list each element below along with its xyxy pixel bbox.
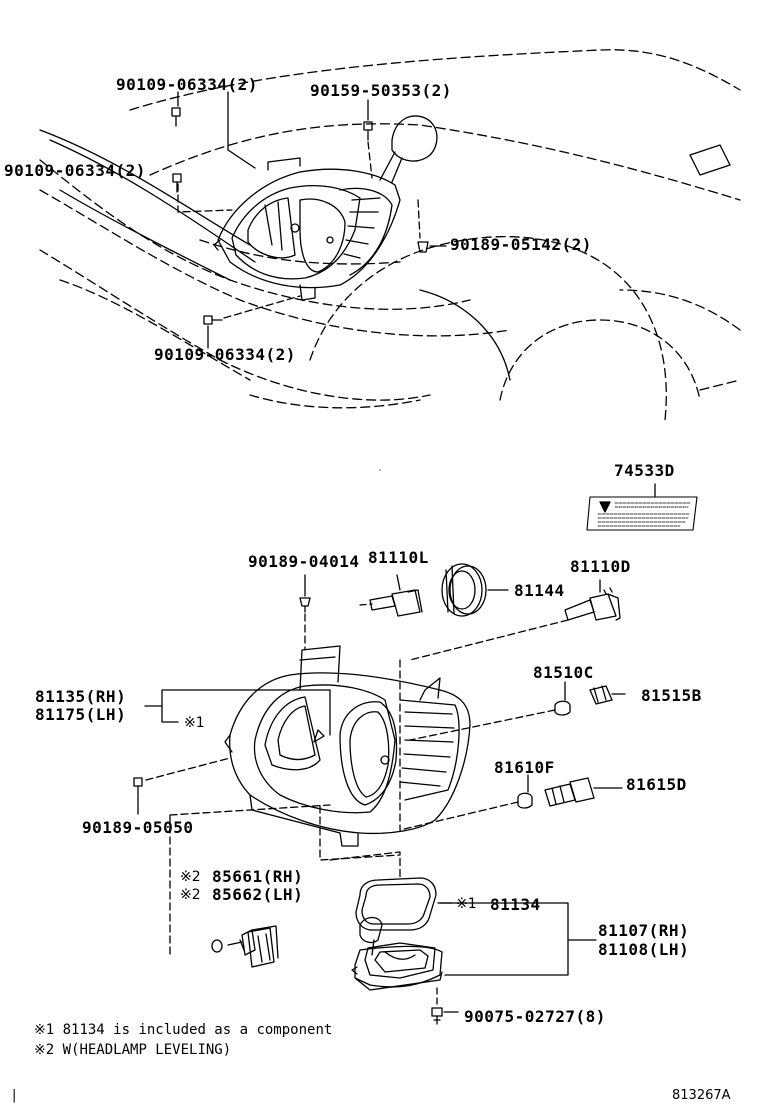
label-caution-label: 74533D — [614, 461, 675, 480]
label-gasket: 81134 — [490, 895, 541, 914]
page-mark: | — [12, 1088, 17, 1103]
label-bulb-low: 81110L — [368, 548, 429, 567]
label-grommet-small: 90189-04014 — [248, 552, 360, 571]
hid-bulb-drawing — [359, 574, 423, 617]
top-fasteners — [171, 107, 429, 325]
label-turn-socket: 81610F — [494, 758, 555, 777]
halogen-bulb-drawing — [409, 579, 621, 661]
headlamp-callout — [144, 689, 331, 736]
label-clip-left: 90189-05050 — [82, 818, 194, 837]
label-ballast-rh: 81107(RH) — [598, 921, 690, 940]
label-screw-top: 90159-50353(2) — [310, 81, 452, 100]
cover-ring-drawing — [441, 563, 509, 617]
footnote-1: ※1 81134 is included as a component — [34, 1022, 333, 1038]
label-ballast-lh: 81108(LH) — [598, 940, 690, 959]
label-leveling-mark-1: ※2 — [180, 869, 201, 885]
label-side-socket: 81510C — [533, 663, 594, 682]
ballast-drawing — [351, 916, 443, 991]
side-marker-drawing — [409, 681, 626, 741]
label-bulb-high: 81110D — [570, 557, 631, 576]
label-headlamp-lh: 81175(LH) — [35, 705, 127, 724]
label-side-bulb: 81515B — [641, 686, 702, 705]
ballast-screw-drawing — [431, 987, 459, 1025]
top-leaders — [177, 91, 447, 349]
leveling-motor-drawing — [211, 925, 279, 968]
vehicle-body-solid — [39, 115, 731, 471]
label-headlamp-rh: 81135(RH) — [35, 687, 127, 706]
vehicle-body-outline — [39, 49, 741, 421]
headlamp-top-view — [213, 157, 401, 301]
label-headlamp-note-mark: ※1 — [184, 715, 205, 731]
caution-label-drawing — [586, 483, 698, 531]
clip-left-drawing — [133, 757, 231, 815]
label-bulb-cover: 81144 — [514, 581, 565, 600]
label-bolt-a: 90109-06334(2) — [116, 75, 258, 94]
label-bolt-b: 90109-06334(2) — [4, 161, 146, 180]
grommet-drawing — [299, 574, 311, 651]
footnote-2: ※2 W(HEADLAMP LEVELING) — [34, 1042, 232, 1058]
label-leveling-rh: 85661(RH) — [212, 867, 304, 886]
label-leveling-lh: 85662(LH) — [212, 885, 304, 904]
label-turn-bulb: 81615D — [626, 775, 687, 794]
gasket-drawing — [355, 877, 453, 931]
label-leveling-mark-2: ※2 — [180, 887, 201, 903]
label-ballast-screw: 90075-02727(8) — [464, 1007, 606, 1026]
turn-signal-drawing — [399, 774, 623, 831]
label-gasket-mark: ※1 — [456, 896, 477, 912]
assembly-dashed-frame — [169, 659, 401, 956]
headlamp-main-drawing — [224, 645, 471, 847]
reference-number: 813267A — [672, 1088, 731, 1103]
label-clip-right: 90189-05142(2) — [450, 235, 592, 254]
ballast-callout — [439, 902, 597, 976]
label-bolt-bottom: 90109-06334(2) — [154, 345, 296, 364]
